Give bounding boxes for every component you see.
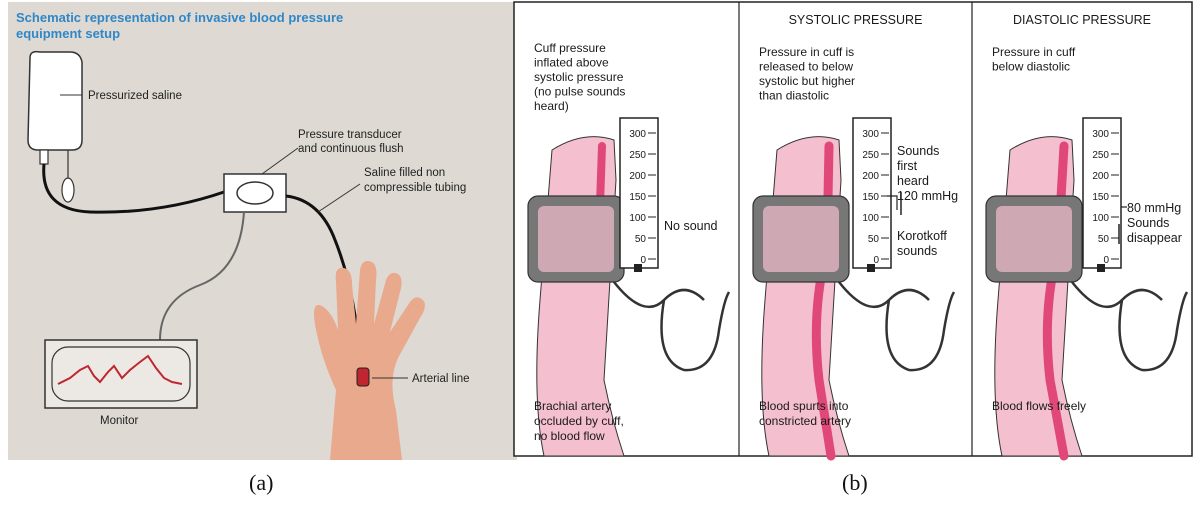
bottom-text-col1-line-3: no blood flow: [534, 429, 605, 443]
monitor-icon: [45, 340, 197, 408]
side-text-col2-line-2: first: [897, 159, 918, 173]
tubing-label-line2: compressible tubing: [364, 182, 466, 194]
gauge-tick-200-col1: 200: [629, 171, 646, 182]
tubing-label-line1: Saline filled non: [364, 167, 445, 179]
caption-b: (b): [842, 470, 868, 496]
saline-label: Pressurized saline: [88, 90, 182, 102]
side-text-col2-line-3: heard: [897, 174, 929, 188]
caption-a: (a): [249, 470, 273, 496]
heading-col3: DIASTOLIC PRESSURE: [1013, 13, 1151, 27]
transducer-label-line2: and continuous flush: [298, 143, 404, 155]
bottom-text-col2-line-1: Blood spurts into: [759, 399, 849, 413]
gauge-tick-250-col2: 250: [862, 150, 879, 161]
top-text-col1-line-1: Cuff pressure: [534, 41, 606, 55]
arterial-catheter-icon: [357, 368, 369, 386]
cuff-inner-col3: [996, 206, 1072, 272]
panel-a: Schematic representation of invasive blo…: [8, 2, 517, 460]
gauge-tick-50-col3: 50: [1098, 234, 1110, 245]
gauge-tick-150-col3: 150: [1092, 192, 1109, 203]
gauge-tick-100-col1: 100: [629, 213, 646, 224]
side-text-col3-line-2: Sounds: [1127, 216, 1169, 230]
top-text-col1-line-4: (no pulse sounds: [534, 85, 625, 99]
gauge-tick-150-col2: 150: [862, 192, 879, 203]
transducer-icon: [224, 174, 286, 212]
gauge-tick-100-col3: 100: [1092, 213, 1109, 224]
transducer-label-line1: Pressure transducer: [298, 129, 402, 141]
gauge-tick-300-col1: 300: [629, 129, 646, 140]
gauge-tick-200-col3: 200: [1092, 171, 1109, 182]
gauge-tick-50-col2: 50: [868, 234, 880, 245]
heading-col2: SYSTOLIC PRESSURE: [789, 13, 923, 27]
gauge-tick-300-col3: 300: [1092, 129, 1109, 140]
gauge-tick-200-col2: 200: [862, 171, 879, 182]
monitor-label: Monitor: [100, 415, 139, 427]
gauge-tick-100-col2: 100: [862, 213, 879, 224]
top-text-col1-line-2: inflated above: [534, 56, 609, 70]
arterial-label: Arterial line: [412, 373, 470, 385]
top-text-col2-line-2: released to below: [759, 60, 853, 74]
top-text-col2-line-1: Pressure in cuff is: [759, 45, 854, 59]
side-text-col2-line-1: Sounds: [897, 144, 939, 158]
cuff-inner-col1: [538, 206, 614, 272]
side2-text-col2-line-2: sounds: [897, 244, 937, 258]
top-text-col2-line-3: systolic but higher: [759, 74, 855, 88]
bottom-text-col3-line-1: Blood flows freely: [992, 399, 1086, 413]
side-text-col1-line-1: No sound: [664, 219, 718, 233]
cuff-inner-col2: [763, 206, 839, 272]
top-text-col2-line-4: than diastolic: [759, 89, 829, 103]
gauge-tick-50-col1: 50: [635, 234, 647, 245]
bottom-text-col2-line-2: constricted artery: [759, 414, 851, 428]
panel-a-title-line2: equipment setup: [16, 26, 120, 41]
side-text-col3-line-1: 80 mmHg: [1127, 201, 1181, 215]
top-text-col1-line-3: systolic pressure: [534, 70, 624, 84]
bottom-text-col1-line-1: Brachial artery: [534, 399, 611, 413]
side2-text-col2-line-1: Korotkoff: [897, 229, 947, 243]
gauge-tick-250-col1: 250: [629, 150, 646, 161]
top-text-col3-line-1: Pressure in cuff: [992, 45, 1076, 59]
top-text-col1-line-5: heard): [534, 99, 569, 113]
gauge-tick-250-col3: 250: [1092, 150, 1109, 161]
panel-a-title-line1: Schematic representation of invasive blo…: [16, 10, 343, 25]
gauge-tick-300-col2: 300: [862, 129, 879, 140]
gauge-tick-150-col1: 150: [629, 192, 646, 203]
side-text-col3-line-3: disappear: [1127, 231, 1182, 245]
bottom-text-col1-line-2: occluded by cuff,: [534, 414, 624, 428]
side-text-col2-line-4: 120 mmHg: [897, 189, 958, 203]
top-text-col3-line-2: below diastolic: [992, 60, 1070, 74]
